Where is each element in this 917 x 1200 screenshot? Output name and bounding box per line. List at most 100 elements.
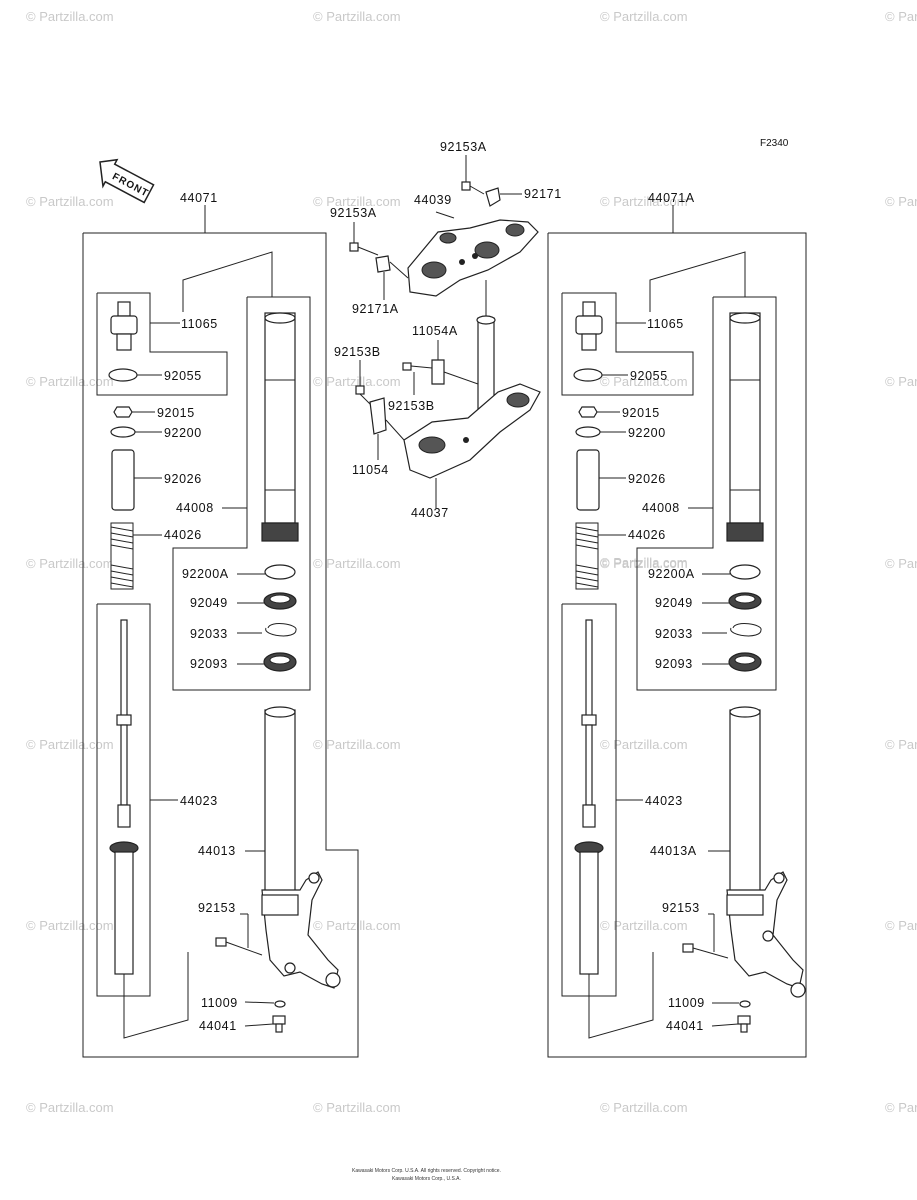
watermark: © Partzilla.com — [885, 374, 917, 389]
o-ring — [108, 368, 138, 382]
watermark: © Partzilla.com — [26, 737, 114, 752]
part-label-92153B-left: 92153B — [334, 345, 381, 359]
washer — [110, 426, 136, 438]
watermark: © Partzilla.com — [26, 194, 114, 209]
footer-copyright: Kawasaki Motors Corp. U.S.A. All rights … — [352, 1168, 501, 1174]
part-label-92200A: 92200A — [648, 567, 695, 581]
watermark: © Partzilla.com — [313, 737, 401, 752]
washer — [575, 426, 601, 438]
part-label-44071: 44071 — [180, 191, 218, 205]
watermark: © Partzilla.com — [885, 194, 917, 209]
gasket — [274, 1000, 286, 1008]
watermark: © Partzilla.com — [313, 556, 401, 571]
watermark: © Partzilla.com — [885, 9, 917, 24]
gasket — [739, 1000, 751, 1008]
left-fork-assembly: 44071 — [82, 191, 359, 1058]
spacer-tube — [576, 449, 600, 511]
part-label-44026: 44026 — [164, 528, 202, 542]
watermark: © Partzilla.com — [600, 737, 688, 752]
fork-cap-bolt — [110, 301, 138, 351]
watermark: © Partzilla.com — [313, 1100, 401, 1115]
watermark-grid: © Partzilla.com © Partzilla.com © Partzi… — [26, 9, 917, 1115]
part-label-92026: 92026 — [164, 472, 202, 486]
footer-copyright-2: Kawasaki Motors Corp., U.S.A. — [392, 1176, 461, 1182]
part-label-92200: 92200 — [628, 426, 666, 440]
part-label-92153: 92153 — [662, 901, 700, 915]
watermark: © Partzilla.com — [26, 374, 114, 389]
outer-fork-tube — [261, 312, 299, 542]
part-label-44023: 44023 — [180, 794, 218, 808]
watermark: © Partzilla.com — [600, 1100, 688, 1115]
part-label-44041: 44041 — [666, 1019, 704, 1033]
part-label-11065: 11065 — [181, 317, 218, 331]
circlip — [730, 623, 762, 637]
bracket-a — [431, 359, 445, 385]
side-bolt — [349, 242, 379, 256]
drain-bolt — [272, 1015, 286, 1033]
pinch-bolt — [682, 943, 729, 959]
part-label-44023: 44023 — [645, 794, 683, 808]
lower-triple-clamp — [403, 383, 541, 479]
cylinder — [109, 841, 139, 975]
part-label-92093: 92093 — [655, 657, 693, 671]
fork-spring — [575, 522, 599, 590]
circlip — [265, 623, 297, 637]
bolt-b — [402, 362, 433, 371]
watermark: © Partzilla.com — [600, 918, 688, 933]
watermark: © Partzilla.com — [26, 556, 114, 571]
diagram-code: F2340 — [760, 138, 789, 149]
part-label-44041: 44041 — [199, 1019, 237, 1033]
part-label-44039: 44039 — [414, 193, 452, 207]
part-label-92153A-top: 92153A — [440, 140, 487, 154]
part-label-11009: 11009 — [201, 996, 238, 1010]
watermark: © Partzilla.com — [600, 374, 688, 389]
part-label-92015: 92015 — [157, 406, 195, 420]
right-fork-assembly: 44071A — [547, 191, 807, 1058]
nut — [578, 406, 598, 418]
part-label-44013A: 44013A — [650, 844, 697, 858]
inner-fork-tube — [729, 706, 761, 901]
watermark: © Partzilla.com — [313, 194, 401, 209]
part-label-92055: 92055 — [630, 369, 668, 383]
part-label-92153B-right: 92153B — [388, 399, 435, 413]
part-label-92026: 92026 — [628, 472, 666, 486]
watermark: © Partzilla.com — [885, 1100, 917, 1115]
watermark: © Partzilla.com — [600, 556, 688, 571]
fork-bottom-axle-bracket — [261, 871, 341, 989]
fork-cap-bolt — [575, 301, 603, 351]
part-label-92171: 92171 — [524, 187, 562, 201]
top-bolt — [461, 181, 485, 195]
watermark: © Partzilla.com — [600, 555, 688, 570]
part-label-92049: 92049 — [190, 596, 228, 610]
watermark: © Partzilla.com — [600, 194, 688, 209]
part-label-92015: 92015 — [622, 406, 660, 420]
clamp-bracket-a — [375, 255, 391, 273]
part-label-92200A: 92200A — [182, 567, 229, 581]
o-ring — [573, 368, 603, 382]
watermark: © Partzilla.com — [885, 556, 917, 571]
drain-bolt — [737, 1015, 751, 1033]
watermark: © Partzilla.com — [313, 374, 401, 389]
clamp-bracket — [485, 187, 501, 207]
oil-seal — [728, 592, 762, 610]
part-label-44026: 44026 — [628, 528, 666, 542]
watermark: © Partzilla.com — [26, 918, 114, 933]
cylinder — [574, 841, 604, 975]
part-label-44008: 44008 — [642, 501, 680, 515]
pinch-bolt — [215, 937, 263, 956]
part-label-92033: 92033 — [655, 627, 693, 641]
dust-seal — [728, 652, 762, 672]
part-label-44071A: 44071A — [648, 191, 695, 205]
part-label-11054A: 11054A — [412, 324, 458, 338]
part-label-92033: 92033 — [190, 627, 228, 641]
part-label-92049: 92049 — [655, 596, 693, 610]
ring — [264, 564, 296, 580]
watermark: © Partzilla.com — [313, 9, 401, 24]
part-label-92200: 92200 — [164, 426, 202, 440]
dust-seal — [263, 652, 297, 672]
ring — [729, 564, 761, 580]
fork-spring — [110, 522, 134, 590]
bracket — [369, 397, 387, 435]
part-label-92153: 92153 — [198, 901, 236, 915]
